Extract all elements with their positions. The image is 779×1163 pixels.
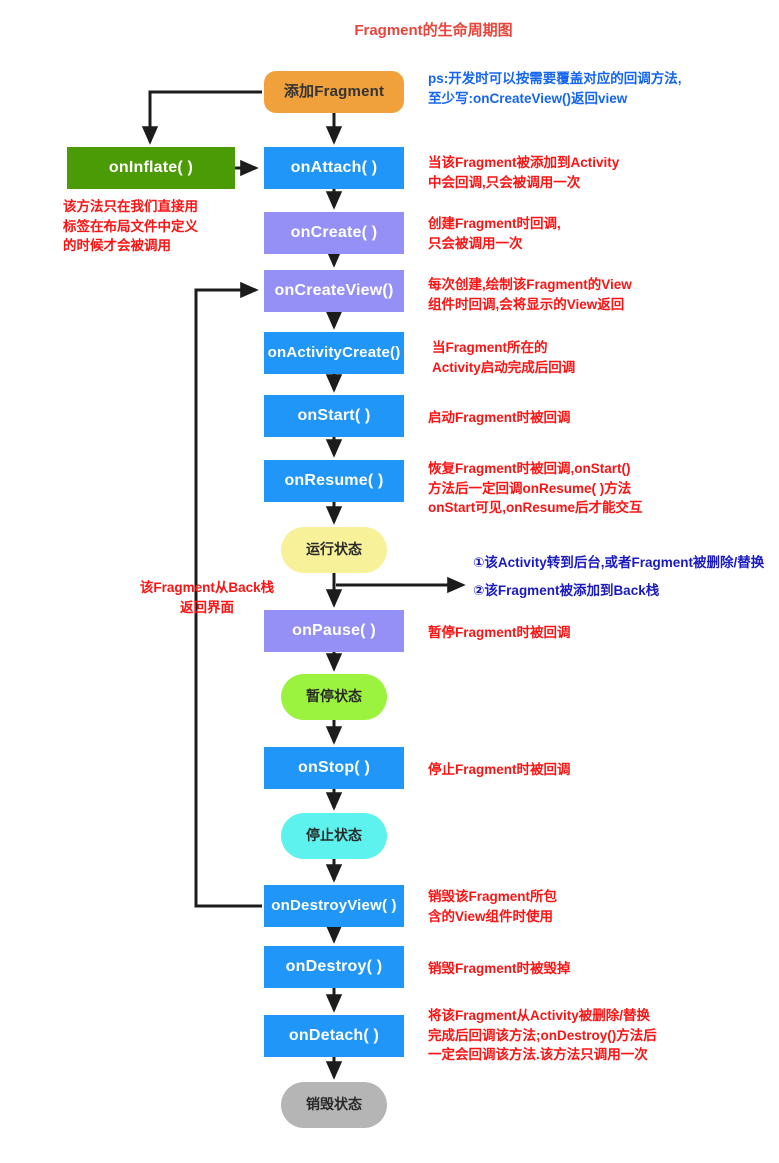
- annotation-on-activity-create: 当Fragment所在的 Activity启动完成后回调: [432, 340, 576, 375]
- annotation-on-destroy-view: 销毁该Fragment所包 含的View组件时使用: [428, 889, 558, 924]
- node-state-paused-label: 暂停状态: [306, 688, 362, 705]
- annotation-on-resume: 恢复Fragment时被回调,onStart() 方法后一定回调onResume…: [428, 461, 643, 516]
- node-state-stopped[interactable]: 停止状态: [281, 813, 387, 859]
- node-add-fragment[interactable]: 添加Fragment: [264, 71, 404, 113]
- node-on-stop-label: onStop( ): [298, 759, 370, 777]
- page-title: Fragment的生命周期图: [0, 19, 779, 40]
- node-on-resume-label: onResume( ): [284, 472, 384, 490]
- annotation-on-start: 启动Fragment时被回调: [428, 410, 571, 425]
- node-on-inflate[interactable]: onInflate( ): [67, 147, 235, 189]
- annotation-branch-backstack: ②该Fragment被添加到Back栈: [473, 583, 660, 598]
- node-on-pause-label: onPause( ): [292, 622, 376, 640]
- annotation-on-create: 创建Fragment时回调, 只会被调用一次: [428, 216, 561, 251]
- node-state-running-label: 运行状态: [306, 541, 362, 558]
- node-on-attach-label: onAttach( ): [290, 159, 378, 177]
- annotation-on-detach: 将该Fragment从Activity被删除/替换 完成后回调该方法;onDes…: [428, 1008, 657, 1063]
- node-on-destroy-view-label: onDestroyView( ): [271, 896, 397, 914]
- annotation-on-pause: 暂停Fragment时被回调: [428, 625, 571, 640]
- node-on-inflate-label: onInflate( ): [108, 159, 194, 177]
- node-on-attach[interactable]: onAttach( ): [264, 147, 404, 189]
- annotation-on-inflate: 该方法只在我们直接用 标签在布局文件中定义 的时候才会被调用: [63, 199, 198, 254]
- node-on-pause[interactable]: onPause( ): [264, 610, 404, 652]
- node-on-destroy-view[interactable]: onDestroyView( ): [264, 885, 404, 927]
- annotation-branch-background: ①该Activity转到后台,或者Fragment被删除/替换: [473, 555, 765, 570]
- page-title-text: Fragment的生命周期图: [354, 22, 513, 39]
- node-state-destroyed-label: 销毁状态: [306, 1096, 362, 1113]
- annotation-back-stack-return: 该Fragment从Back栈 返回界面: [139, 580, 275, 615]
- node-on-detach[interactable]: onDetach( ): [264, 1015, 404, 1057]
- node-on-create-label: onCreate( ): [290, 224, 378, 242]
- node-add-fragment-label: 添加Fragment: [283, 82, 385, 100]
- node-state-stopped-label: 停止状态: [306, 827, 362, 844]
- node-on-activity-create-label: onActivityCreate(): [267, 343, 401, 361]
- edge-add-to-inflate: [141, 90, 262, 145]
- node-state-destroyed[interactable]: 销毁状态: [281, 1082, 387, 1128]
- annotation-on-create-view: 每次创建,绘制该Fragment的View 组件时回调,会将显示的View返回: [428, 277, 632, 312]
- node-on-start-label: onStart( ): [297, 407, 371, 425]
- node-on-start[interactable]: onStart( ): [264, 395, 404, 437]
- node-on-create-view-label: onCreateView(): [274, 282, 394, 300]
- node-on-destroy-label: onDestroy( ): [285, 958, 383, 976]
- node-on-create[interactable]: onCreate( ): [264, 212, 404, 254]
- node-on-destroy[interactable]: onDestroy( ): [264, 946, 404, 988]
- annotation-on-destroy: 销毁Fragment时被毁掉: [428, 961, 571, 976]
- node-state-paused[interactable]: 暂停状态: [281, 674, 387, 720]
- annotation-on-attach: 当该Fragment被添加到Activity 中会回调,只会被调用一次: [428, 155, 620, 190]
- node-on-create-view[interactable]: onCreateView(): [264, 270, 404, 312]
- annotation-on-stop: 停止Fragment时被回调: [428, 762, 571, 777]
- node-on-detach-label: onDetach( ): [288, 1027, 380, 1045]
- node-on-activity-create[interactable]: onActivityCreate(): [264, 332, 404, 374]
- node-on-stop[interactable]: onStop( ): [264, 747, 404, 789]
- node-state-running[interactable]: 运行状态: [281, 527, 387, 573]
- annotation-ps: ps:开发时可以按需要覆盖对应的回调方法, 至少写:onCreateView()…: [428, 71, 682, 106]
- node-on-resume[interactable]: onResume( ): [264, 460, 404, 502]
